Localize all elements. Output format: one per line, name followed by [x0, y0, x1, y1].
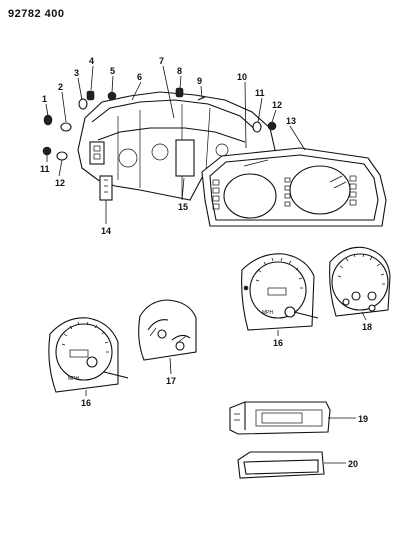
callout-9: 9: [197, 76, 202, 86]
tachometer-gauge: [329, 246, 391, 317]
callout-3: 3: [74, 68, 79, 78]
fuel-temp-gauge: [138, 299, 197, 361]
digital-display-module: [229, 401, 331, 435]
mph-label-left: MPH: [68, 376, 80, 382]
callout-2: 2: [58, 82, 63, 92]
callout-10: 10: [237, 72, 247, 82]
callout-7: 7: [159, 56, 164, 66]
callout-5: 5: [110, 66, 115, 76]
cluster-base-housing: [77, 91, 276, 201]
callout-11-right: 11: [255, 88, 265, 98]
callout-20: 20: [348, 459, 358, 469]
document-id: 92782 400: [8, 8, 65, 20]
speedometer-gauge-right: MPH: [241, 253, 319, 331]
callout-6: 6: [137, 72, 142, 82]
callout-15: 15: [178, 202, 188, 212]
callout-11-left: 11: [40, 164, 50, 174]
leader-lines: [45, 65, 367, 464]
callout-13: 13: [286, 116, 296, 126]
speedometer-gauge-left: MPH: [48, 317, 129, 393]
callout-8: 8: [177, 66, 182, 76]
callout-12-left: 12: [55, 178, 65, 188]
callout-14: 14: [101, 226, 111, 236]
callout-12-right: 12: [272, 100, 282, 110]
callout-4: 4: [89, 56, 94, 66]
bulbs-and-sockets: [42, 87, 277, 161]
display-lens: [237, 451, 325, 479]
callout-16-left: 16: [81, 398, 91, 408]
callout-19: 19: [358, 414, 368, 424]
callout-17: 17: [166, 376, 176, 386]
cluster-lens-bezel: [201, 147, 387, 227]
mph-label-right: MPH: [262, 310, 274, 316]
callout-1: 1: [42, 94, 47, 104]
callout-18: 18: [362, 322, 372, 332]
callout-16-right: 16: [273, 338, 283, 348]
callout-numbers: 1 2 3 4 5 6 7 8 9 10 11 12 13 11 12 14 1…: [40, 56, 372, 469]
